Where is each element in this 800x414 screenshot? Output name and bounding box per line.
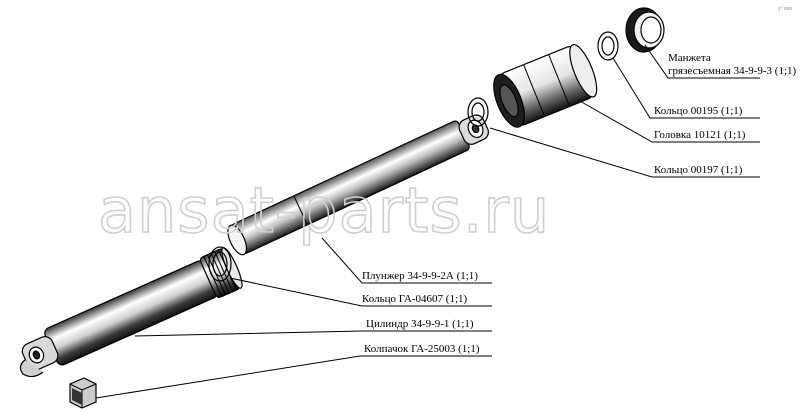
dirt-seal-part [625,7,665,53]
label-plunger: Плунжер 34-9-9-2А (1;1) [362,270,478,282]
label-ring-00197: Кольцо 00197 (1;1) [654,164,743,176]
label-ring-ga-04607: Кольцо ГА-04607 (1;1) [362,293,468,305]
ring-00197-part [467,97,489,127]
watermark: ansat-parts.ru [98,174,550,247]
ring-00195-part [597,31,619,61]
label-head-10121: Головка 10121 (1;1) [654,129,746,141]
corner-mark: y⁰ ooo [778,6,792,12]
cylinder-part [19,247,243,378]
label-cap: Колпачок ГА-25003 (1;1) [364,343,480,355]
label-dirt-seal-line2: грязесъемная 34-9-9-3 (1;1) [668,65,797,77]
cap-part [69,377,97,409]
label-cylinder: Цилиндр 34-9-9-1 (1;1) [366,318,474,330]
ring-ga-04607-part [208,246,232,282]
plunger-part [227,114,489,256]
label-dirt-seal-line1: Манжета [668,52,711,64]
leader-lines [95,44,760,399]
label-ring-00195: Кольцо 00195 (1;1) [654,105,743,117]
head-part [493,43,598,128]
